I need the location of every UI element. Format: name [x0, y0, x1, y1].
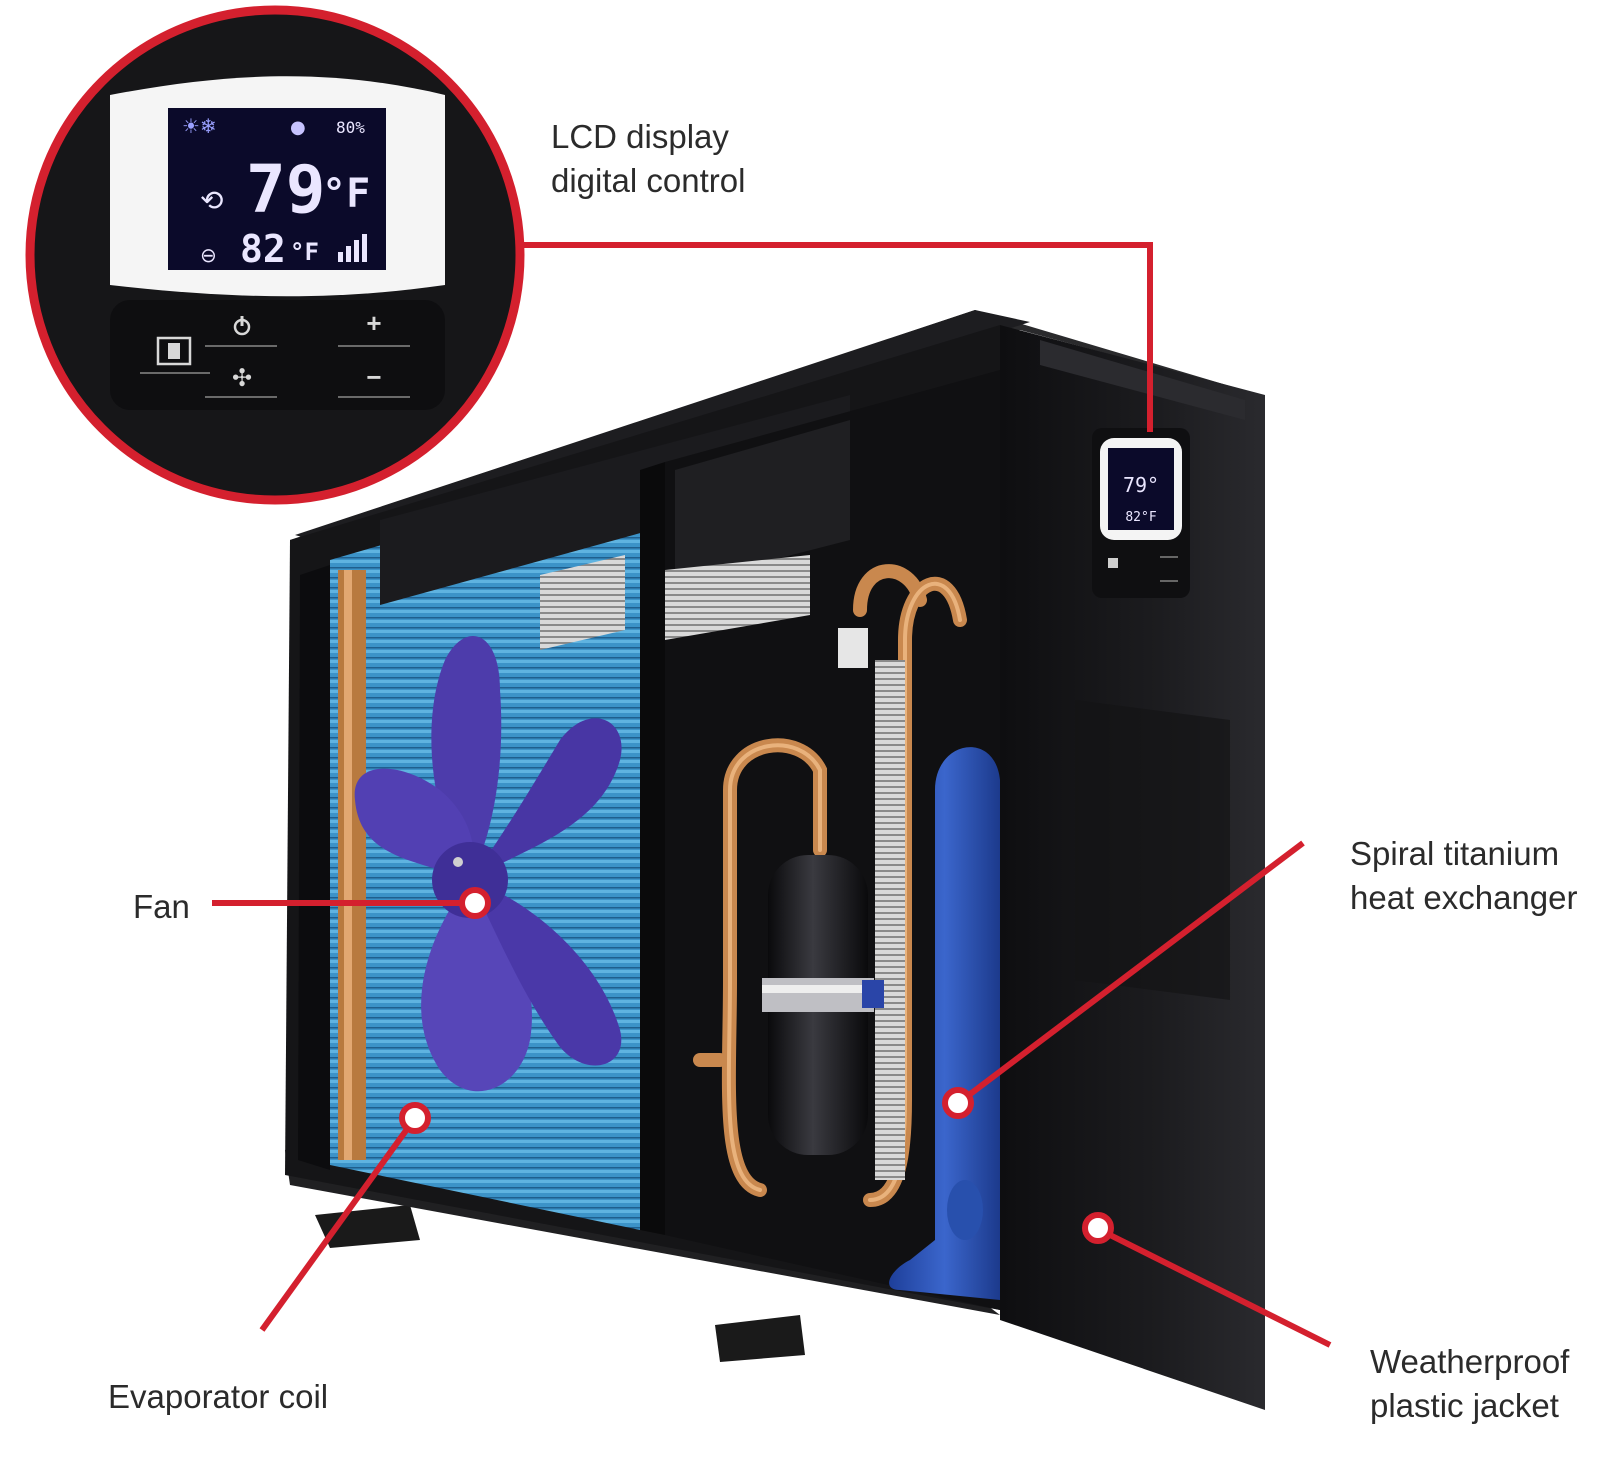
label-lcd-line2: digital control: [551, 162, 746, 199]
compressor: [762, 855, 884, 1155]
titanium-heat-exchanger: [889, 747, 1000, 1300]
label-jacket: Weatherproof plastic jacket: [1370, 1340, 1569, 1428]
minus-button[interactable]: −: [338, 362, 410, 398]
fan: [354, 636, 622, 1092]
svg-text:79°: 79°: [1123, 473, 1159, 497]
outlet-icon: ⊖: [200, 243, 217, 267]
divider-post: [640, 462, 665, 1235]
lcd-water-temp: 82: [240, 227, 286, 271]
left-post: [298, 565, 330, 1170]
pressure-switch: [838, 628, 868, 668]
fan-icon: ✣: [232, 364, 252, 392]
callout-line-lcd: [518, 242, 1153, 432]
label-exchanger-line1: Spiral titanium: [1350, 835, 1560, 872]
callout-dot-fan: [459, 887, 491, 919]
plus-button[interactable]: +: [338, 308, 410, 347]
heatsink-small: [540, 555, 625, 650]
lcd-percent: 80%: [336, 118, 365, 137]
label-evaporator-coil: Evaporator coil: [108, 1378, 329, 1415]
heatsink-large: [665, 555, 810, 640]
fan-mode-button[interactable]: ✣: [205, 364, 277, 398]
base-foot-left: [315, 1205, 420, 1248]
lock-button[interactable]: [140, 336, 210, 374]
callout-dot-jacket: [1082, 1212, 1114, 1244]
base-foot-right: [715, 1315, 805, 1362]
label-exchanger-line2: heat exchanger: [1350, 879, 1578, 916]
callout-line-evaporator: [259, 1123, 413, 1332]
callout-line-exchanger: [963, 840, 1305, 1101]
snowflake-sun-icon: ☀❄: [182, 114, 217, 138]
callout-dot-exchanger: [942, 1087, 974, 1119]
svg-text:82°F: 82°F: [1125, 510, 1156, 525]
label-lcd-line1: LCD display: [551, 118, 729, 155]
condenser-coil-column: [875, 660, 905, 1180]
plus-icon: +: [366, 308, 381, 338]
unit-lcd-panel: 79° 82°F: [1092, 428, 1190, 598]
label-jacket-line1: Weatherproof: [1370, 1343, 1570, 1380]
label-jacket-line2: plastic jacket: [1370, 1387, 1559, 1424]
lock-icon: [168, 343, 180, 359]
label-fan: Fan: [133, 888, 190, 925]
lcd-zoom-inset: ☀❄ ● 80% ⟲ 79 °F ⊖ 82 °F: [25, 5, 525, 505]
zoom-circle-border: [25, 5, 525, 505]
label-lcd-display: LCD display digital control: [551, 115, 745, 203]
lcd-water-unit: °F: [290, 238, 319, 266]
inlet-icon: ⟲: [200, 184, 223, 217]
signal-bars-icon: [338, 234, 367, 262]
lcd-set-temp: 79: [246, 151, 325, 228]
heat-pump-unit: 79° 82°F: [285, 310, 1265, 1410]
callout-dot-evaporator: [399, 1102, 431, 1134]
lcd-set-unit: °F: [322, 171, 370, 217]
power-button[interactable]: [205, 316, 277, 347]
callout-dots: [399, 887, 1114, 1244]
minus-icon: −: [366, 362, 381, 392]
label-heat-exchanger: Spiral titanium heat exchanger: [1350, 832, 1578, 920]
button-strip: [110, 300, 445, 410]
control-box: [675, 420, 850, 585]
drop-icon: ●: [290, 117, 306, 138]
lcd-screen: [168, 108, 386, 270]
copper-header: [338, 570, 366, 1160]
callout-line-jacket: [1108, 1232, 1332, 1348]
callout-lines: [212, 242, 1332, 1348]
